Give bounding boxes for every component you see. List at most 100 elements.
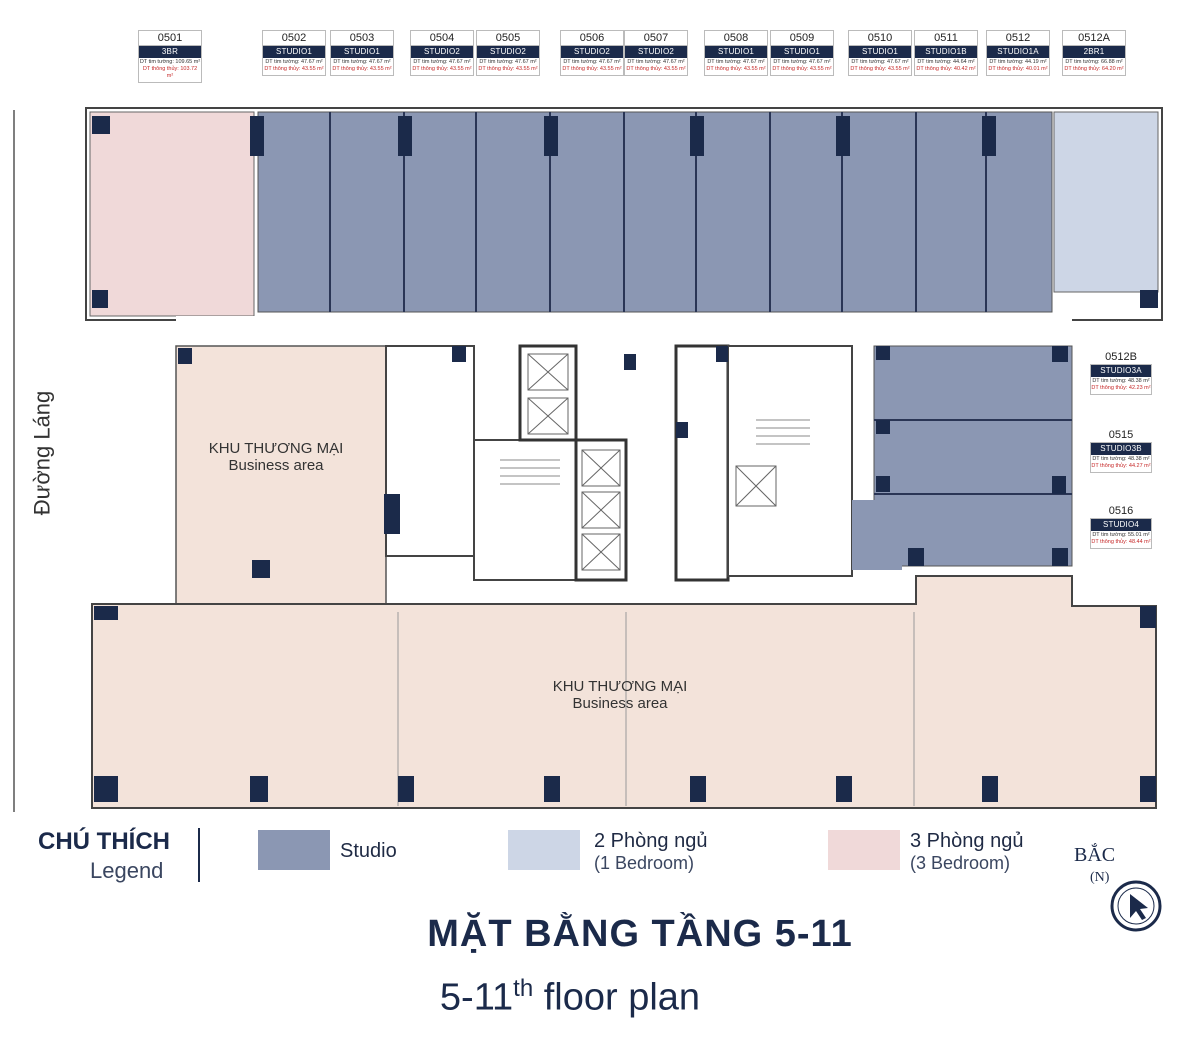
unit-code: 0512B — [1105, 351, 1137, 363]
legend-label-two-bed: 2 Phòng ngủ (1 Bedroom) — [594, 830, 707, 874]
unit-code: 0505 — [476, 30, 540, 45]
core-shaft — [674, 344, 730, 582]
unit-type: STUDIO1A — [987, 46, 1049, 58]
unit-code: 0502 — [262, 30, 326, 45]
unit-gross-area: DT tim tường: 66.88 m² — [1065, 59, 1123, 65]
unit-net-area: DT thông thủy: 43.55 m² — [562, 66, 622, 72]
unit-code: 0515 — [1108, 429, 1134, 441]
unit-type: STUDIO2 — [411, 46, 473, 58]
unit-code: 0508 — [704, 30, 768, 45]
unit-net-area: DT thông thủy: 44.27 m² — [1091, 463, 1151, 469]
core-elevators-left — [518, 344, 578, 442]
unit-code: 0509 — [770, 30, 834, 45]
legend-label-three-bed: 3 Phòng ngủ (3 Bedroom) — [910, 830, 1023, 874]
unit-code: 0506 — [560, 30, 624, 45]
unit-code: 0510 — [848, 30, 912, 45]
legend-three-bed-text: 3 Phòng ngủ — [910, 830, 1024, 852]
legend-swatch-two-bed — [508, 830, 580, 870]
unit-type: STUDIO1 — [263, 46, 325, 58]
studio-block-top — [257, 111, 1053, 313]
page-title: MẶT BẰNG TẦNG 5-11 — [427, 913, 853, 955]
unit-gross-area: DT tim tường: 109.65 m² — [139, 59, 201, 65]
columns-top — [92, 116, 1158, 308]
unit-net-area: DT thông thủy: 43.55 m² — [332, 66, 392, 72]
compass-icon — [1110, 880, 1162, 932]
legend-two-bed-sub: (1 Bedroom) — [594, 853, 695, 873]
subtitle-sup: th — [513, 975, 534, 1002]
unit-net-area: DT thông thủy: 40.42 m² — [916, 66, 976, 72]
unit-code: 0512A — [1062, 30, 1126, 45]
unit-type: STUDIO1 — [849, 46, 911, 58]
unit-gross-area: DT tim tường: 47.67 m² — [413, 59, 471, 65]
legend-swatch-three-bed — [828, 830, 900, 870]
unit-code: 0503 — [330, 30, 394, 45]
unit-net-area: DT thông thủy: 43.55 m² — [850, 66, 910, 72]
unit-gross-area: DT tim tường: 48.38 m² — [1092, 378, 1150, 384]
columns-side — [876, 346, 1068, 566]
unit-gross-area: DT tim tường: 44.19 m² — [989, 59, 1047, 65]
unit-net-area: DT thông thủy: 43.55 m² — [478, 66, 538, 72]
legend-studio-text: Studio — [340, 840, 397, 862]
page-subtitle: 5-11th floor plan — [0, 975, 1140, 1020]
unit-type: STUDIO3A — [1091, 365, 1151, 377]
corridor — [176, 316, 1072, 346]
unit-type: 3BR — [139, 46, 201, 58]
subtitle-prefix: 5-11 — [439, 976, 514, 1019]
unit-code: 0501 — [138, 30, 202, 45]
unit-type: STUDIO1 — [331, 46, 393, 58]
core-right — [727, 345, 853, 577]
studio-block-side-lower — [852, 500, 902, 570]
unit-type: STUDIO4 — [1091, 519, 1151, 531]
commercial-lower-vi: KHU THƯƠNG MẠI — [552, 678, 688, 695]
unit-gross-area: DT tim tường: 48.38 m² — [1092, 456, 1150, 462]
unit-gross-area: DT tim tường: 47.67 m² — [265, 59, 323, 65]
commercial-lower-label: KHU THƯƠNG MẠI Business area — [510, 678, 730, 712]
unit-net-area: DT thông thủy: 42.23 m² — [1091, 385, 1151, 391]
unit-net-area: DT thông thủy: 43.55 m² — [264, 66, 324, 72]
unit-gross-area: DT tim tường: 55.01 m² — [1092, 532, 1150, 538]
unit-net-area: DT thông thủy: 43.55 m² — [626, 66, 686, 72]
unit-code: 0504 — [410, 30, 474, 45]
legend-title: CHÚ THÍCH — [38, 828, 170, 855]
legend-swatch-studio — [258, 830, 330, 870]
unit-net-area: DT thông thủy: 103.72 m² — [142, 66, 198, 79]
unit-net-area: DT thông thủy: 40.01 m² — [988, 66, 1048, 72]
unit-type: STUDIO1 — [705, 46, 767, 58]
commercial-lower-en: Business area — [572, 695, 668, 712]
north-sub: (N) — [1090, 870, 1110, 885]
unit-code: 0516 — [1108, 505, 1134, 517]
unit-type: STUDIO2 — [477, 46, 539, 58]
legend-label-studio: Studio — [340, 840, 397, 862]
legend-three-bed-sub: (3 Bedroom) — [910, 853, 1011, 873]
unit-type: STUDIO2 — [561, 46, 623, 58]
core-stairs — [473, 439, 581, 581]
